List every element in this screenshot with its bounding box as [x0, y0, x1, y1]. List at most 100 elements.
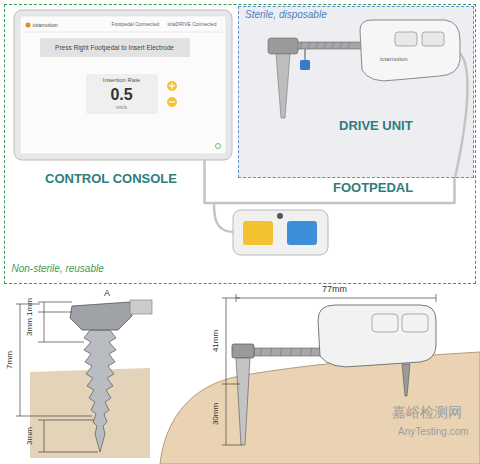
- brand-logo: iotamotion: [380, 56, 408, 63]
- drive-unit-device: [300, 42, 302, 49]
- implant-side-view: [290, 348, 292, 356]
- implant-side-view: [310, 348, 312, 356]
- part-name: DRIVE UNIT: [339, 119, 413, 134]
- implant-side-view: [260, 348, 262, 356]
- implant-side-view: [254, 348, 324, 356]
- dimension-label: 1mm: [26, 298, 35, 316]
- drive-unit-device: [422, 32, 444, 46]
- footpedal-illustration: [243, 221, 273, 245]
- screw-detail: [130, 300, 152, 314]
- control-console-monitor: [22, 32, 224, 33]
- implant-side-view: [160, 305, 480, 464]
- cable-connector: [205, 160, 455, 204]
- drive-unit-device: [305, 49, 306, 60]
- detail-letter: A: [104, 289, 110, 299]
- dimension-label: 30mm: [212, 403, 221, 425]
- implant-side-view: [160, 352, 480, 464]
- implant-dimension-lines: [226, 384, 227, 445]
- watermark: AnyTesting.com: [398, 426, 469, 437]
- implant-dimension-lines: [226, 298, 227, 384]
- control-console-monitor: [20, 16, 226, 154]
- implant-dimension-lines: [222, 294, 436, 445]
- screw-dimension-lines: [38, 342, 84, 343]
- drive-unit-device: [300, 60, 310, 70]
- drive-unit-device: [308, 42, 310, 49]
- brand-logo: iotamotion: [33, 22, 58, 28]
- footpedal-illustration: [214, 203, 328, 255]
- footpedal-illustration: [233, 210, 328, 255]
- status-text: iotaDRIVE Connected: [168, 22, 217, 28]
- screw-dimension-lines: [44, 420, 45, 452]
- screw-dimension-lines: [38, 312, 72, 313]
- implant-side-view: [232, 344, 254, 358]
- control-console-monitor: [216, 144, 221, 149]
- screen-prompt: Press Right Footpedal to Insert Electrod…: [40, 38, 190, 57]
- implant-side-view: [402, 314, 428, 332]
- implant-dimension-lines: [222, 298, 240, 299]
- screw-detail: [30, 300, 152, 458]
- screw-detail: [84, 330, 116, 452]
- drive-unit-device: [348, 42, 350, 49]
- console-screen: iotamotion Footpedal Connected iotaDRIVE C…: [14, 10, 232, 160]
- control-console-monitor: [167, 81, 177, 91]
- control-console-monitor: [26, 23, 31, 28]
- setting-name: Insertion Rate: [86, 77, 158, 84]
- setting-unit: mm/s: [86, 105, 158, 110]
- part-name: CONTROL CONSOLE: [45, 172, 177, 186]
- region-note: Non-sterile, reusable: [12, 263, 104, 275]
- part-name: FOOTPEDAL: [333, 181, 413, 195]
- screw-dimension-lines: [38, 452, 98, 453]
- screw-detail: [70, 302, 132, 330]
- implant-side-view: [270, 348, 272, 356]
- region-note: Sterile, disposable: [245, 9, 327, 21]
- screw-dimension-lines: [44, 302, 45, 312]
- dimension-label: 3mm: [26, 427, 35, 445]
- screw-dimension-lines: [16, 302, 98, 452]
- drive-unit-device: [455, 52, 467, 178]
- implant-dimension-lines: [222, 384, 240, 385]
- status-text: Footpedal Connected: [112, 22, 160, 28]
- implant-side-view: [300, 348, 302, 356]
- sterile-region-fill: [238, 6, 474, 178]
- dimension-label: 7mm: [6, 351, 15, 369]
- control-console-monitor: [86, 74, 158, 114]
- implant-side-view: [236, 358, 250, 445]
- implant-dimension-lines: [222, 445, 242, 446]
- implant-side-view: [372, 314, 398, 332]
- drive-unit-device: [395, 32, 417, 46]
- screw-dimension-lines: [44, 312, 45, 342]
- control-console-monitor: [169, 101, 175, 102]
- drive-unit-device: [268, 38, 298, 54]
- setting-value: 0.5: [86, 86, 158, 104]
- watermark: 嘉峪检测网: [392, 405, 462, 420]
- drive-unit-device: [276, 54, 290, 118]
- footpedal-illustration: [277, 213, 283, 219]
- implant-side-view: [318, 305, 436, 367]
- implant-side-view: [280, 348, 282, 356]
- implant-dimension-lines: [236, 298, 436, 299]
- control-console-monitor: [167, 97, 177, 107]
- control-console-monitor: [14, 10, 232, 160]
- screw-dimension-lines: [38, 302, 72, 303]
- footpedal-illustration: [287, 221, 317, 245]
- screw-dimension-lines: [20, 304, 21, 416]
- drive-unit-device: [340, 42, 342, 49]
- control-console-monitor: [171, 83, 172, 89]
- screw-dimension-lines: [38, 420, 94, 421]
- drive-unit-device: [316, 42, 318, 49]
- drive-unit-device: [295, 42, 363, 49]
- sterile-region: Sterile, disposableDRIVE UNIT: [238, 6, 474, 178]
- drive-unit-device: [332, 42, 334, 49]
- reusable-region: Sterile, disposableDRIVE UNITiotamotionF…: [4, 4, 476, 284]
- implant-side-view: [402, 364, 410, 396]
- control-console-monitor: [14, 10, 232, 160]
- dimension-label: 3mm: [26, 318, 35, 336]
- screw-dimension-lines: [16, 416, 92, 417]
- drive-unit-device: [268, 20, 467, 178]
- drive-unit-device: [324, 42, 326, 49]
- dimension-label: 77mm: [322, 285, 347, 295]
- drive-unit-device: [360, 20, 460, 81]
